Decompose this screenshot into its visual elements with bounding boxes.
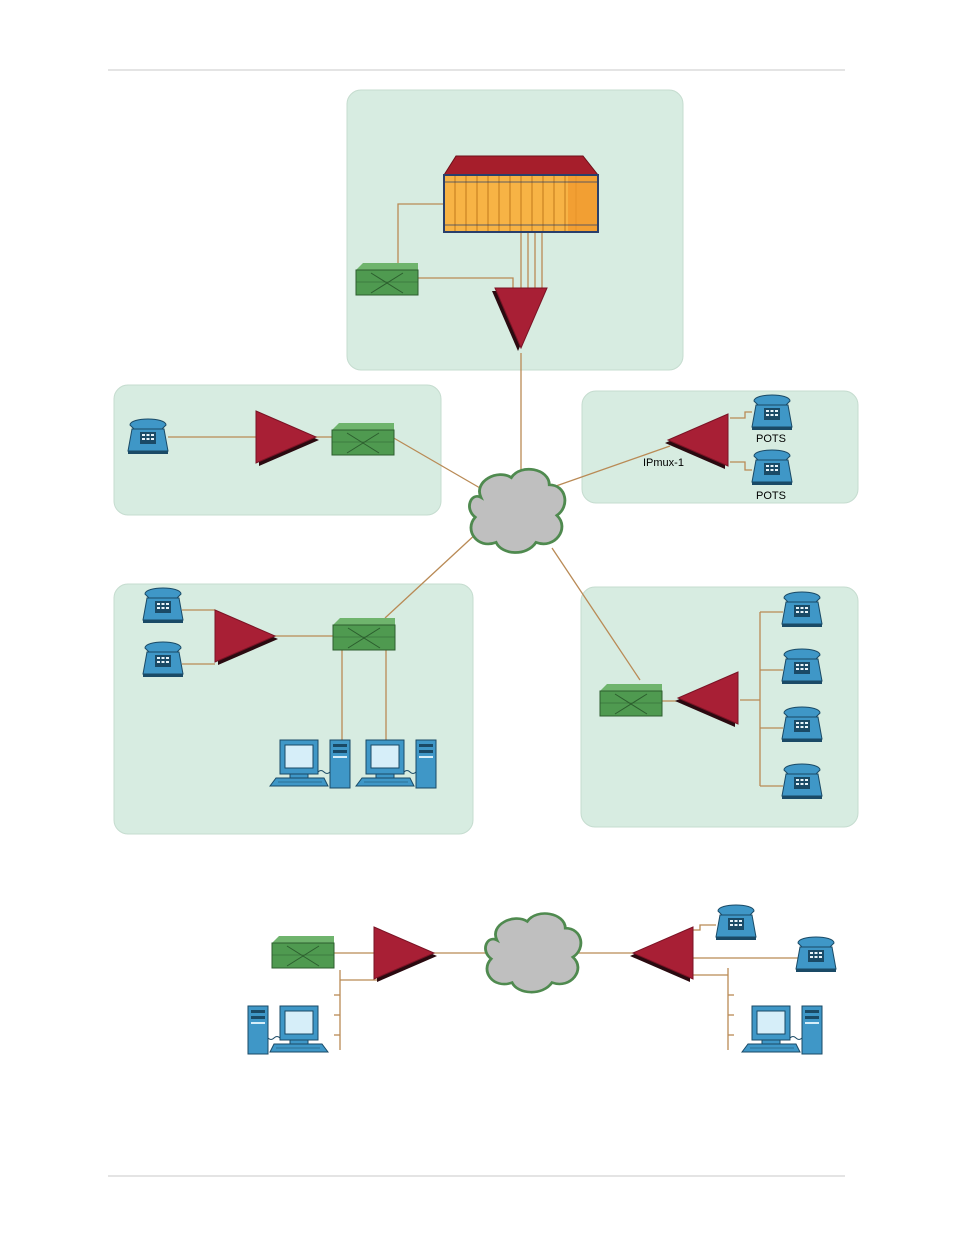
phone-icon xyxy=(796,937,836,972)
workstation-icon xyxy=(270,740,350,788)
phone-icon xyxy=(752,395,792,430)
pots-label-bottom: POTS xyxy=(756,490,786,502)
workstation-icon xyxy=(248,1006,328,1054)
pots-label-top: POTS xyxy=(756,433,786,445)
ipmux-icon xyxy=(374,927,437,982)
cloud-icon xyxy=(469,469,564,552)
phone-icon xyxy=(716,905,756,940)
switch-icon xyxy=(356,263,418,295)
cloud-icon xyxy=(485,914,580,993)
phone-icon xyxy=(782,764,822,799)
phone-icon xyxy=(752,450,792,485)
chassis-icon xyxy=(444,156,598,232)
ipmux-icon xyxy=(630,927,693,982)
workstation-icon xyxy=(356,740,436,788)
phone-icon xyxy=(782,649,822,684)
switch-icon xyxy=(600,684,662,716)
switch-icon xyxy=(332,423,394,455)
phone-icon xyxy=(143,588,183,623)
switch-icon xyxy=(333,618,395,650)
phone-icon xyxy=(143,642,183,677)
phone-icon xyxy=(782,707,822,742)
workstation-icon xyxy=(742,1006,822,1054)
ipmux-label: IPmux-1 xyxy=(643,457,684,469)
switch-icon xyxy=(272,936,334,968)
phone-icon xyxy=(782,592,822,627)
phone-icon xyxy=(128,419,168,454)
